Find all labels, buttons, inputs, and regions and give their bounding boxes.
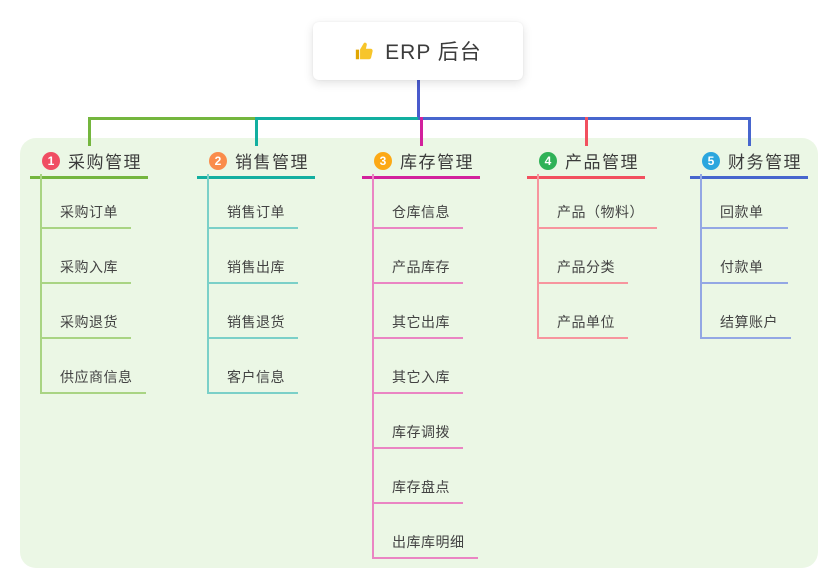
branch-number-badge: 3 bbox=[374, 151, 392, 170]
branch-title: 销售管理 bbox=[235, 153, 309, 172]
branch-item-label: 产品分类 bbox=[557, 259, 615, 275]
branch-number-badge: 1 bbox=[42, 151, 60, 170]
branch-item-label: 其它出库 bbox=[392, 314, 450, 330]
branch-items: 采购订单采购入库采购退货供应商信息 bbox=[40, 174, 146, 394]
branch-drop-line bbox=[584, 117, 588, 146]
bus-line-mid bbox=[256, 117, 421, 120]
branch-item[interactable]: 采购退货 bbox=[42, 284, 131, 339]
branch-item[interactable]: 销售出库 bbox=[209, 229, 298, 284]
branch-item-label: 客户信息 bbox=[227, 369, 285, 385]
branch-number-badge: 5 bbox=[702, 151, 720, 170]
branch-item-label: 付款单 bbox=[720, 259, 764, 275]
branch-item-label: 采购入库 bbox=[60, 259, 118, 275]
branch-item[interactable]: 客户信息 bbox=[209, 339, 298, 394]
branch-node-4[interactable]: 4 产品管理 bbox=[527, 145, 645, 179]
branch-node-5[interactable]: 5 财务管理 bbox=[690, 145, 808, 179]
branch-drop-line bbox=[747, 117, 751, 146]
branch-items: 回款单付款单结算账户 bbox=[700, 174, 791, 339]
branch-item[interactable]: 产品（物料） bbox=[539, 174, 657, 229]
branch-item[interactable]: 其它出库 bbox=[374, 284, 463, 339]
branch-item-label: 供应商信息 bbox=[60, 369, 133, 385]
branch-item-label: 仓库信息 bbox=[392, 204, 450, 220]
branch-item[interactable]: 销售退货 bbox=[209, 284, 298, 339]
branch-title: 库存管理 bbox=[400, 153, 474, 172]
branch-drop-line bbox=[87, 117, 91, 146]
branch-drop-line bbox=[254, 117, 258, 146]
branch-item[interactable]: 采购入库 bbox=[42, 229, 131, 284]
root-title: ERP 后台 bbox=[385, 41, 482, 64]
branch-item[interactable]: 采购订单 bbox=[42, 174, 131, 229]
branch-item[interactable]: 产品分类 bbox=[539, 229, 628, 284]
branch-node-3[interactable]: 3 库存管理 bbox=[362, 145, 480, 179]
branch-item[interactable]: 供应商信息 bbox=[42, 339, 146, 394]
branch-item-label: 采购订单 bbox=[60, 204, 118, 220]
bus-line-right bbox=[418, 117, 751, 120]
branch-item-label: 出库库明细 bbox=[392, 534, 465, 550]
branch-number-badge: 2 bbox=[209, 151, 227, 170]
branch-title: 采购管理 bbox=[68, 153, 142, 172]
bus-line-left bbox=[89, 117, 256, 120]
branch-item[interactable]: 其它入库 bbox=[374, 339, 463, 394]
branch-item-label: 销售退货 bbox=[227, 314, 285, 330]
branch-item[interactable]: 结算账户 bbox=[702, 284, 791, 339]
root-stem-line bbox=[416, 80, 420, 120]
branches-panel bbox=[20, 138, 818, 568]
branch-item[interactable]: 库存调拨 bbox=[374, 394, 463, 449]
branch-item[interactable]: 回款单 bbox=[702, 174, 788, 229]
branch-item[interactable]: 销售订单 bbox=[209, 174, 298, 229]
branch-title: 财务管理 bbox=[728, 153, 802, 172]
branch-item-label: 采购退货 bbox=[60, 314, 118, 330]
branch-item-label: 回款单 bbox=[720, 204, 764, 220]
branch-item-label: 结算账户 bbox=[720, 314, 778, 330]
branch-items: 仓库信息产品库存其它出库其它入库库存调拨库存盘点出库库明细 bbox=[372, 174, 478, 559]
branch-item-label: 库存调拨 bbox=[392, 424, 450, 440]
branch-item-label: 库存盘点 bbox=[392, 479, 450, 495]
branch-item[interactable]: 产品库存 bbox=[374, 229, 463, 284]
branch-item[interactable]: 产品单位 bbox=[539, 284, 628, 339]
branch-item-label: 产品（物料） bbox=[557, 204, 644, 220]
branch-item[interactable]: 库存盘点 bbox=[374, 449, 463, 504]
branch-title: 产品管理 bbox=[565, 153, 639, 172]
branch-item[interactable]: 出库库明细 bbox=[374, 504, 478, 559]
branch-item-label: 产品单位 bbox=[557, 314, 615, 330]
branch-node-2[interactable]: 2 销售管理 bbox=[197, 145, 315, 179]
branch-drop-line bbox=[419, 117, 423, 146]
branch-node-1[interactable]: 1 采购管理 bbox=[30, 145, 148, 179]
branch-item[interactable]: 仓库信息 bbox=[374, 174, 463, 229]
branch-number-badge: 4 bbox=[539, 151, 557, 170]
branch-item-label: 产品库存 bbox=[392, 259, 450, 275]
branch-item-label: 销售订单 bbox=[227, 204, 285, 220]
branch-items: 产品（物料） 产品分类产品单位 bbox=[537, 174, 657, 339]
branch-item[interactable]: 付款单 bbox=[702, 229, 788, 284]
branch-items: 销售订单销售出库销售退货客户信息 bbox=[207, 174, 298, 394]
root-node[interactable]: ERP 后台 bbox=[313, 22, 523, 80]
thumbs-up-icon bbox=[354, 40, 376, 62]
branch-item-label: 其它入库 bbox=[392, 369, 450, 385]
branch-item-label: 销售出库 bbox=[227, 259, 285, 275]
